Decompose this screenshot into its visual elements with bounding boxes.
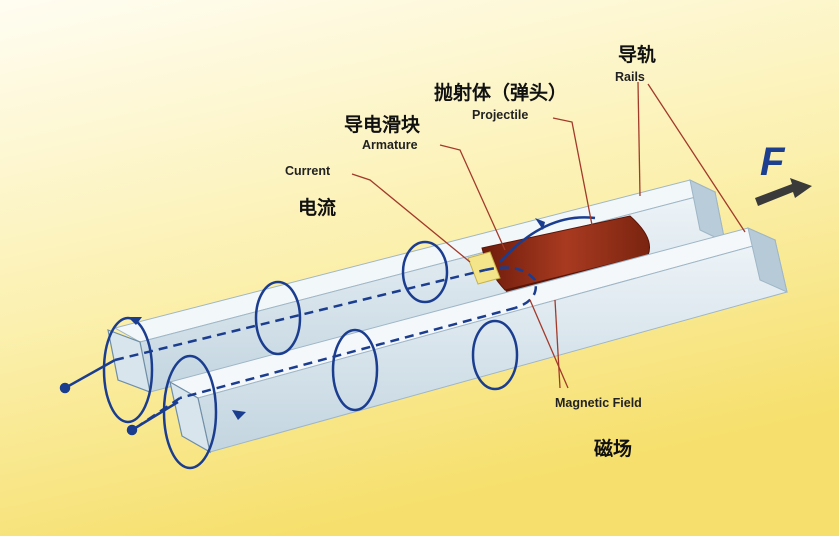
current-cn-label: 电流	[298, 197, 337, 219]
armature-en-label: Armature	[362, 138, 418, 152]
force-arrow	[755, 178, 812, 206]
armature	[467, 251, 501, 285]
input-wires	[59, 358, 179, 436]
front-rail	[168, 227, 788, 453]
leader-rails-2	[647, 83, 746, 233]
leader-armature	[439, 144, 506, 251]
armature-cn-label: 导电滑块	[344, 114, 421, 136]
leader-projectile	[552, 117, 593, 226]
loop-arrowheads	[128, 218, 545, 420]
leader-magnetic-field-2	[529, 299, 569, 389]
leader-lines	[351, 81, 746, 389]
magnetic-field-en-label: Magnetic Field	[555, 396, 642, 410]
magnetic-field-loops	[102, 216, 596, 470]
current-en-label: Current	[285, 164, 331, 178]
current-path	[114, 266, 538, 427]
rails-en-label: Rails	[615, 70, 645, 84]
force-label: F	[760, 140, 785, 184]
leader-rails-1	[637, 81, 641, 197]
leader-current	[351, 173, 471, 263]
rails-cn-label: 导轨	[618, 44, 657, 66]
magnetic-field-cn-label: 磁场	[594, 438, 633, 460]
projectile-cn-label: 抛射体（弹头）	[434, 82, 568, 104]
leader-magnetic-field	[554, 299, 561, 389]
projectile-en-label: Projectile	[472, 108, 529, 122]
